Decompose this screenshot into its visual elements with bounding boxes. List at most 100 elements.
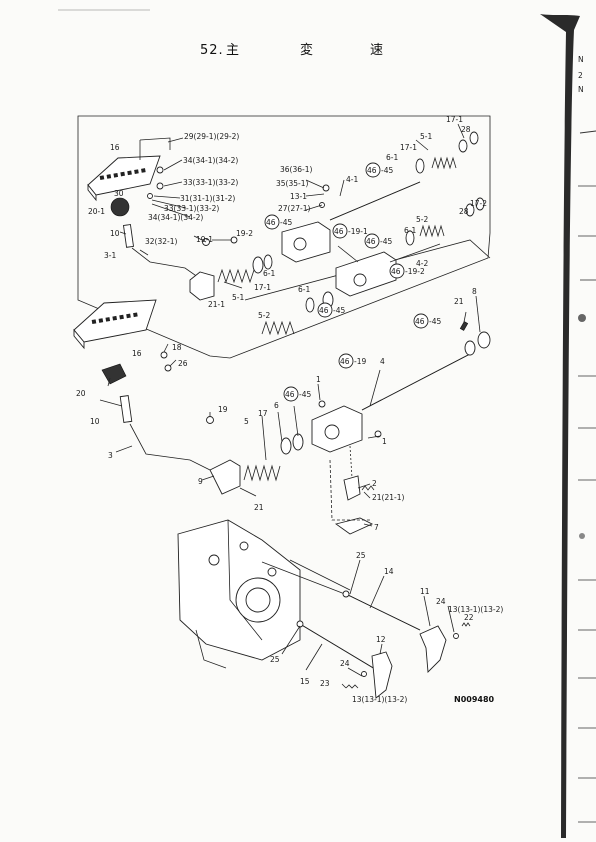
ref-badges: 46 46 46 46 46 46 46 46 46 (264, 162, 429, 402)
bolts-upper (147, 166, 330, 246)
label-26: 26 (178, 359, 188, 368)
label-5-2-b: 5-2 (258, 311, 270, 320)
bracket-upper (139, 137, 171, 160)
label-46-19: -19 (354, 357, 366, 366)
page-title: 52. 主 変 速 (200, 42, 384, 58)
label-7: 7 (374, 523, 379, 532)
svg-text:46: 46 (340, 357, 350, 366)
label-5-1-a: 5-1 (232, 293, 244, 302)
label-29: 29(29-1)(29-2) (184, 132, 239, 141)
label-19: 19 (218, 405, 228, 414)
label-20: 20 (76, 389, 86, 398)
label-6: 6 (274, 401, 279, 410)
shift-guide-main (73, 299, 157, 350)
title-number: 52. (200, 43, 224, 58)
label-28-a: 28 (461, 125, 471, 134)
label-23: 23 (320, 679, 330, 688)
shift-guide-upper (87, 155, 161, 202)
svg-text:46: 46 (319, 306, 329, 315)
shift-lever-upper (122, 224, 213, 291)
label-28-b: 28 (459, 207, 469, 216)
label-21-1-a: 21-1 (208, 300, 225, 309)
bolt-19 (206, 416, 214, 424)
shift-assembly-upper (189, 131, 485, 336)
nut-18 (160, 351, 168, 359)
label-10-main: 10 (90, 417, 100, 426)
label-2: 2 (372, 479, 377, 488)
label-17: 17 (258, 409, 268, 418)
inset-sub-frame (244, 239, 491, 301)
label-17-1-top: 17-1 (446, 115, 463, 124)
label-1-b: 1 (382, 437, 387, 446)
label-46-45-e: -45 (429, 317, 441, 326)
transmission-case (177, 519, 351, 669)
label-25-a: 25 (356, 551, 366, 560)
label-16-upper: 16 (110, 143, 120, 152)
label-33-lower: 33(33-1)(33-2) (164, 204, 219, 213)
label-13-1: 13-1 (290, 192, 307, 201)
label-3: 3 (108, 451, 113, 460)
label-30: 30 (114, 189, 124, 198)
label-22: 22 (464, 613, 474, 622)
label-46-19-1: -19-1 (348, 227, 368, 236)
label-11: 11 (420, 587, 430, 596)
label-24-a: 24 (436, 597, 446, 606)
label-4-2: 4-2 (416, 259, 428, 268)
svg-text:46: 46 (415, 317, 425, 326)
label-19-2: 19-2 (236, 229, 253, 238)
label-4-1: 4-1 (346, 175, 358, 184)
label-33-upper: 33(33-1)(33-2) (183, 178, 238, 187)
label-4: 4 (380, 357, 385, 366)
label-21-b: 21 (254, 503, 264, 512)
label-21-1-b: 21(21-1) (372, 493, 404, 502)
part-labels: 29(29-1)(29-2) 16 34(34-1)(34-2) 33(33-1… (76, 115, 503, 704)
bolt-26 (164, 364, 172, 372)
label-17-1-a: 17-1 (254, 283, 271, 292)
label-19-1: 19-1 (196, 235, 213, 244)
label-10-upper: 10 (110, 229, 120, 238)
svg-text:46: 46 (391, 267, 401, 276)
label-16-main: 16 (132, 349, 142, 358)
label-25-b: 25 (270, 655, 280, 664)
title-char-2: 変 (300, 42, 314, 58)
svg-text:46: 46 (367, 166, 377, 175)
side-mark-1: N (578, 55, 584, 64)
label-31: 31(31-1)(31-2) (180, 194, 235, 203)
binding-edge: N 2 N (540, 14, 596, 838)
shift-rods-lower (296, 590, 471, 699)
title-char-1: 主 (226, 43, 240, 58)
label-24-b: 24 (340, 659, 350, 668)
label-13-b: 13(13-1)(13-2) (352, 695, 407, 704)
title-char-3: 速 (370, 43, 384, 58)
knob-main (101, 363, 127, 385)
svg-text:46: 46 (334, 227, 344, 236)
label-17-2: 17-2 (470, 199, 487, 208)
label-36: 36(36-1) (280, 165, 312, 174)
label-9: 9 (198, 477, 203, 486)
label-1-a: 1 (316, 375, 321, 384)
label-5-1-top: 5-1 (420, 132, 432, 141)
label-46-19-2: -19-2 (405, 267, 425, 276)
figure-code: N009480 (454, 695, 495, 704)
label-32: 32(32-1) (145, 237, 177, 246)
side-mark-3: N (578, 85, 584, 94)
label-12: 12 (376, 635, 386, 644)
label-6-1-a: 6-1 (263, 269, 275, 278)
svg-text:46: 46 (285, 390, 295, 399)
knob-upper (110, 197, 130, 217)
label-17-1-b: 17-1 (400, 143, 417, 152)
shift-assembly-main (209, 321, 491, 535)
label-46-45-d: -45 (333, 306, 345, 315)
label-15: 15 (300, 677, 310, 686)
label-6-1-b: 6-1 (386, 153, 398, 162)
leader-lines (99, 123, 481, 689)
label-46-45-b-upper: -45 (280, 218, 292, 227)
label-3-1: 3-1 (104, 251, 116, 260)
label-35: 35(35-1) (276, 179, 308, 188)
label-5: 5 (244, 417, 249, 426)
svg-text:46: 46 (366, 237, 376, 246)
label-6-1-d: 6-1 (298, 285, 310, 294)
label-14: 14 (384, 567, 394, 576)
side-mark-2: 2 (578, 71, 583, 80)
